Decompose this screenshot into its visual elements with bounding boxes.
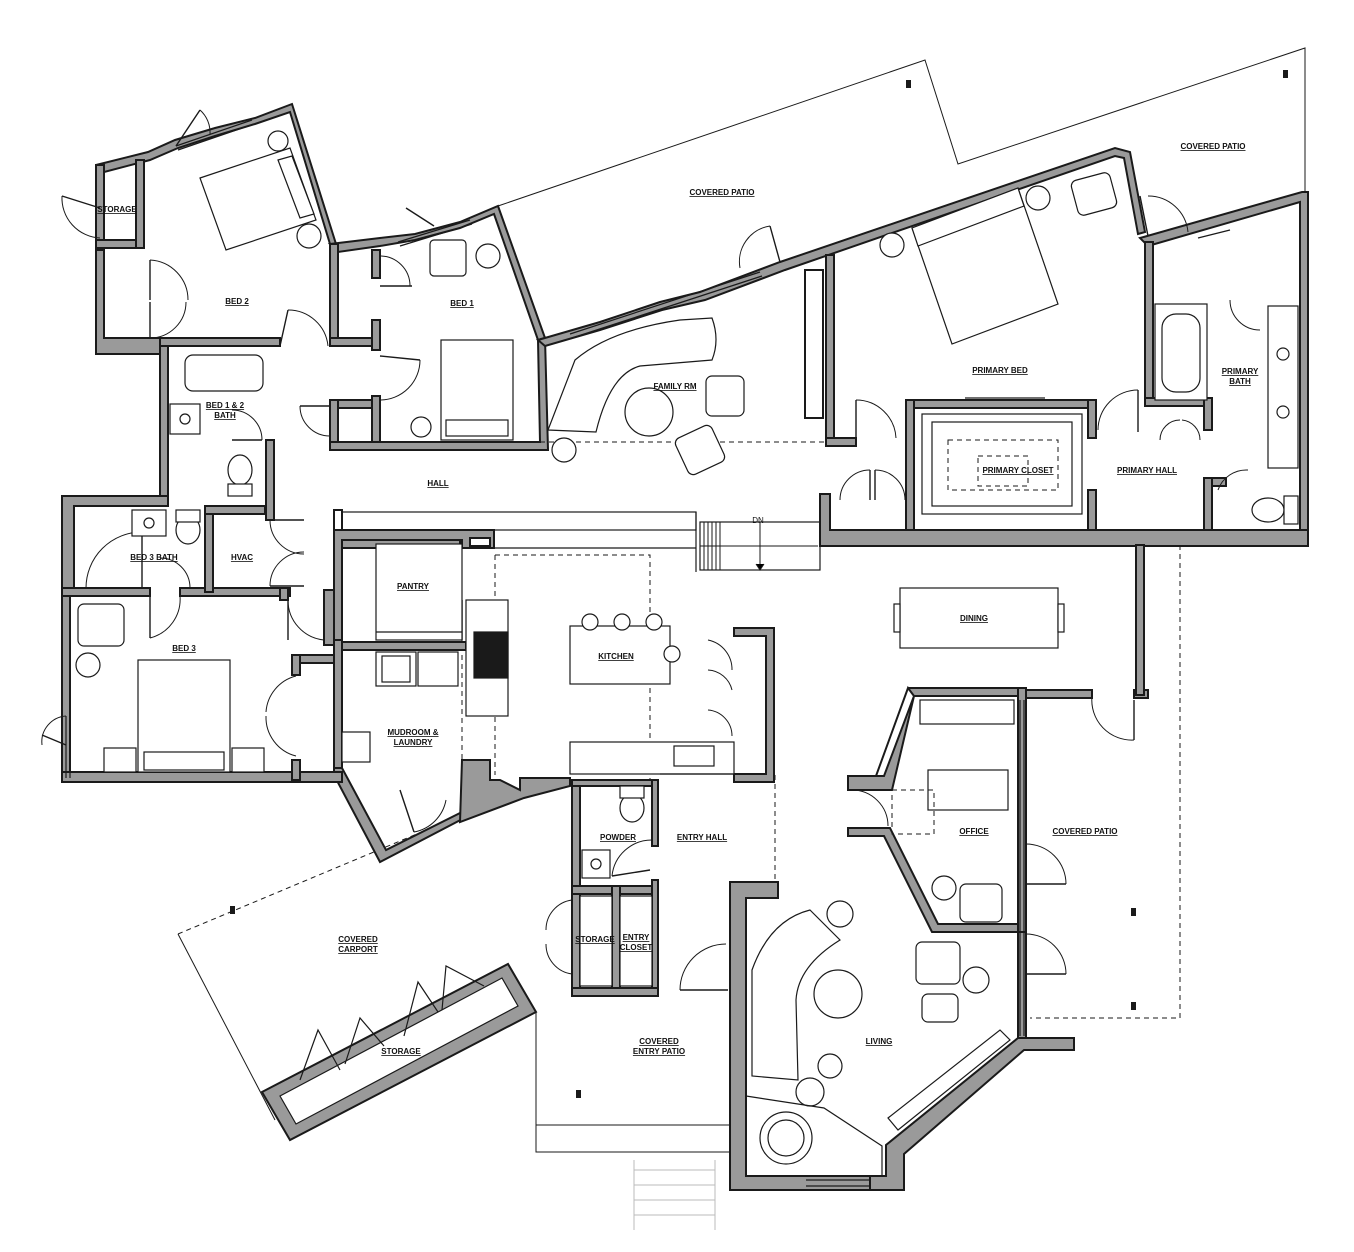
label-hvac: HVAC [231, 553, 253, 562]
label-storage-carport: STORAGE [381, 1047, 421, 1056]
family-room-furniture [547, 317, 745, 476]
posts [230, 70, 1288, 1098]
label-hall: HALL [427, 479, 448, 488]
living-furniture [745, 900, 1011, 1177]
label-carport-1: COVERED [338, 935, 378, 944]
label-pantry: PANTRY [397, 582, 430, 591]
office-furniture [891, 699, 1015, 923]
label-primary-bed: PRIMARY BED [972, 366, 1028, 375]
label-office: OFFICE [959, 827, 989, 836]
primary-bath-fixtures [1154, 303, 1299, 525]
label-entry-closet-2: CLOSET [620, 943, 653, 952]
label-bed1: BED 1 [450, 299, 474, 308]
label-primary-bath-2: BATH [1229, 377, 1251, 386]
bed2-furniture [199, 130, 322, 251]
label-kitchen: KITCHEN [598, 652, 634, 661]
label-bed12-bath-1: BED 1 & 2 [206, 401, 245, 410]
label-entry-hall: ENTRY HALL [677, 833, 727, 842]
label-covered-patio-north: COVERED PATIO [689, 188, 754, 197]
label-covered-patio-east: COVERED PATIO [1052, 827, 1117, 836]
label-covered-patio-northeast: COVERED PATIO [1180, 142, 1245, 151]
label-primary-bath-1: PRIMARY [1222, 367, 1259, 376]
label-mudroom-2: LAUNDRY [394, 738, 433, 747]
bed12-bath-fixtures [169, 354, 264, 497]
label-bed2: BED 2 [225, 297, 249, 306]
label-bed3-bath: BED 3 BATH [130, 553, 178, 562]
label-dining: DINING [960, 614, 988, 623]
label-entry-closet-1: ENTRY [623, 933, 650, 942]
kitchen-fixtures [341, 543, 735, 775]
primary-closet-fixtures [921, 413, 1083, 515]
label-entry-patio-2: ENTRY PATIO [633, 1047, 685, 1056]
label-carport-2: CARPORT [338, 945, 378, 954]
powder-fixtures [579, 785, 653, 987]
patio-outlines [177, 47, 1306, 1153]
label-primary-hall: PRIMARY HALL [1117, 466, 1177, 475]
label-powder: POWDER [600, 833, 636, 842]
label-primary-closet: PRIMARY CLOSET [982, 466, 1053, 475]
doors [41, 109, 1261, 1081]
label-storage-entry: STORAGE [575, 935, 615, 944]
entry-steps [633, 1160, 716, 1230]
bed1-furniture [410, 239, 514, 441]
room-labels: COVERED PATIO COVERED PATIO STORAGE BED … [97, 142, 1259, 1056]
label-storage-bed2: STORAGE [97, 205, 137, 214]
primary-bed-furniture [879, 172, 1118, 345]
label-bed3: BED 3 [172, 644, 196, 653]
label-living: LIVING [866, 1037, 893, 1046]
windows [65, 119, 1045, 1187]
walls [61, 102, 1309, 1191]
bed3-furniture [75, 603, 265, 773]
label-entry-patio-1: COVERED [639, 1037, 679, 1046]
label-stair-dn: DN [752, 516, 764, 525]
label-family-rm: FAMILY RM [653, 382, 696, 391]
label-mudroom-1: MUDROOM & [387, 728, 438, 737]
label-bed12-bath-2: BATH [214, 411, 236, 420]
dining-furniture [893, 587, 1065, 649]
bed3-bath-fixtures [131, 509, 201, 545]
